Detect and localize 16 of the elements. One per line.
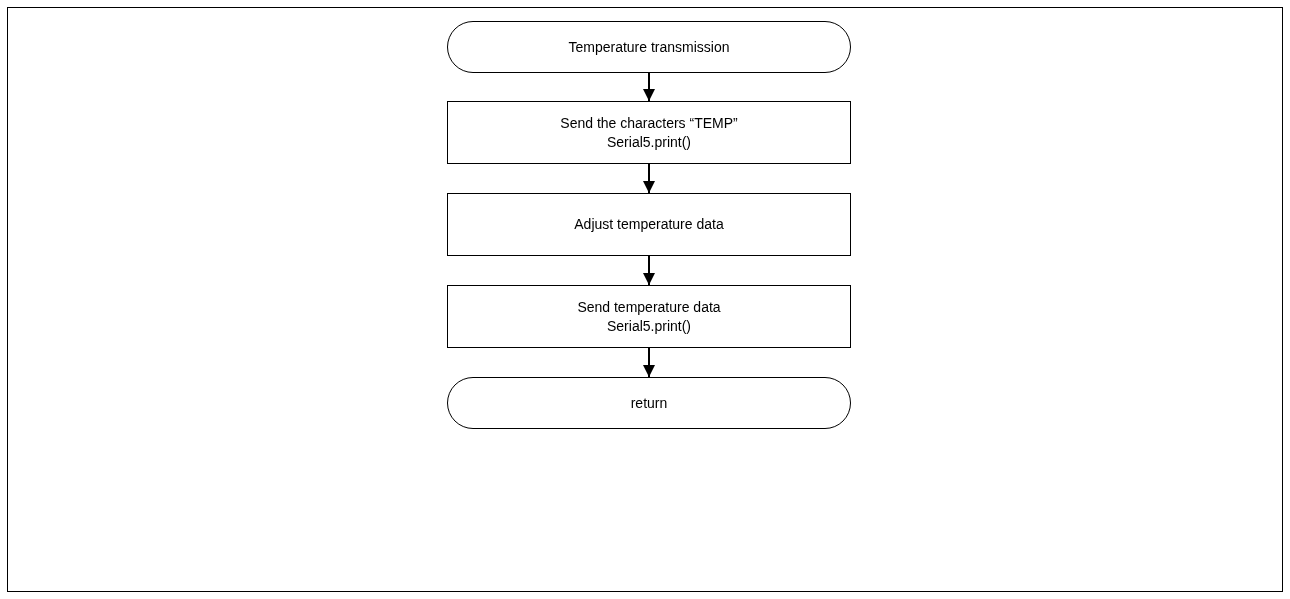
process-box: [447, 193, 851, 256]
node-text: Serial5.print(): [607, 316, 691, 336]
process-box: [447, 285, 851, 348]
arrow: [643, 347, 655, 378]
node-text: Serial5.print(): [607, 132, 691, 152]
process-box: [447, 101, 851, 164]
arrow: [643, 72, 655, 102]
node-text: Temperature transmission: [568, 37, 730, 57]
node-text: Send temperature data: [577, 297, 721, 317]
arrow: [643, 255, 655, 286]
node-text: return: [630, 393, 668, 413]
arrow: [643, 163, 655, 194]
node-text: Send the characters “TEMP”: [560, 113, 738, 133]
terminal-shape: [447, 377, 851, 429]
terminal-shape: [447, 21, 851, 73]
node-text: Adjust temperature data: [574, 215, 724, 234]
